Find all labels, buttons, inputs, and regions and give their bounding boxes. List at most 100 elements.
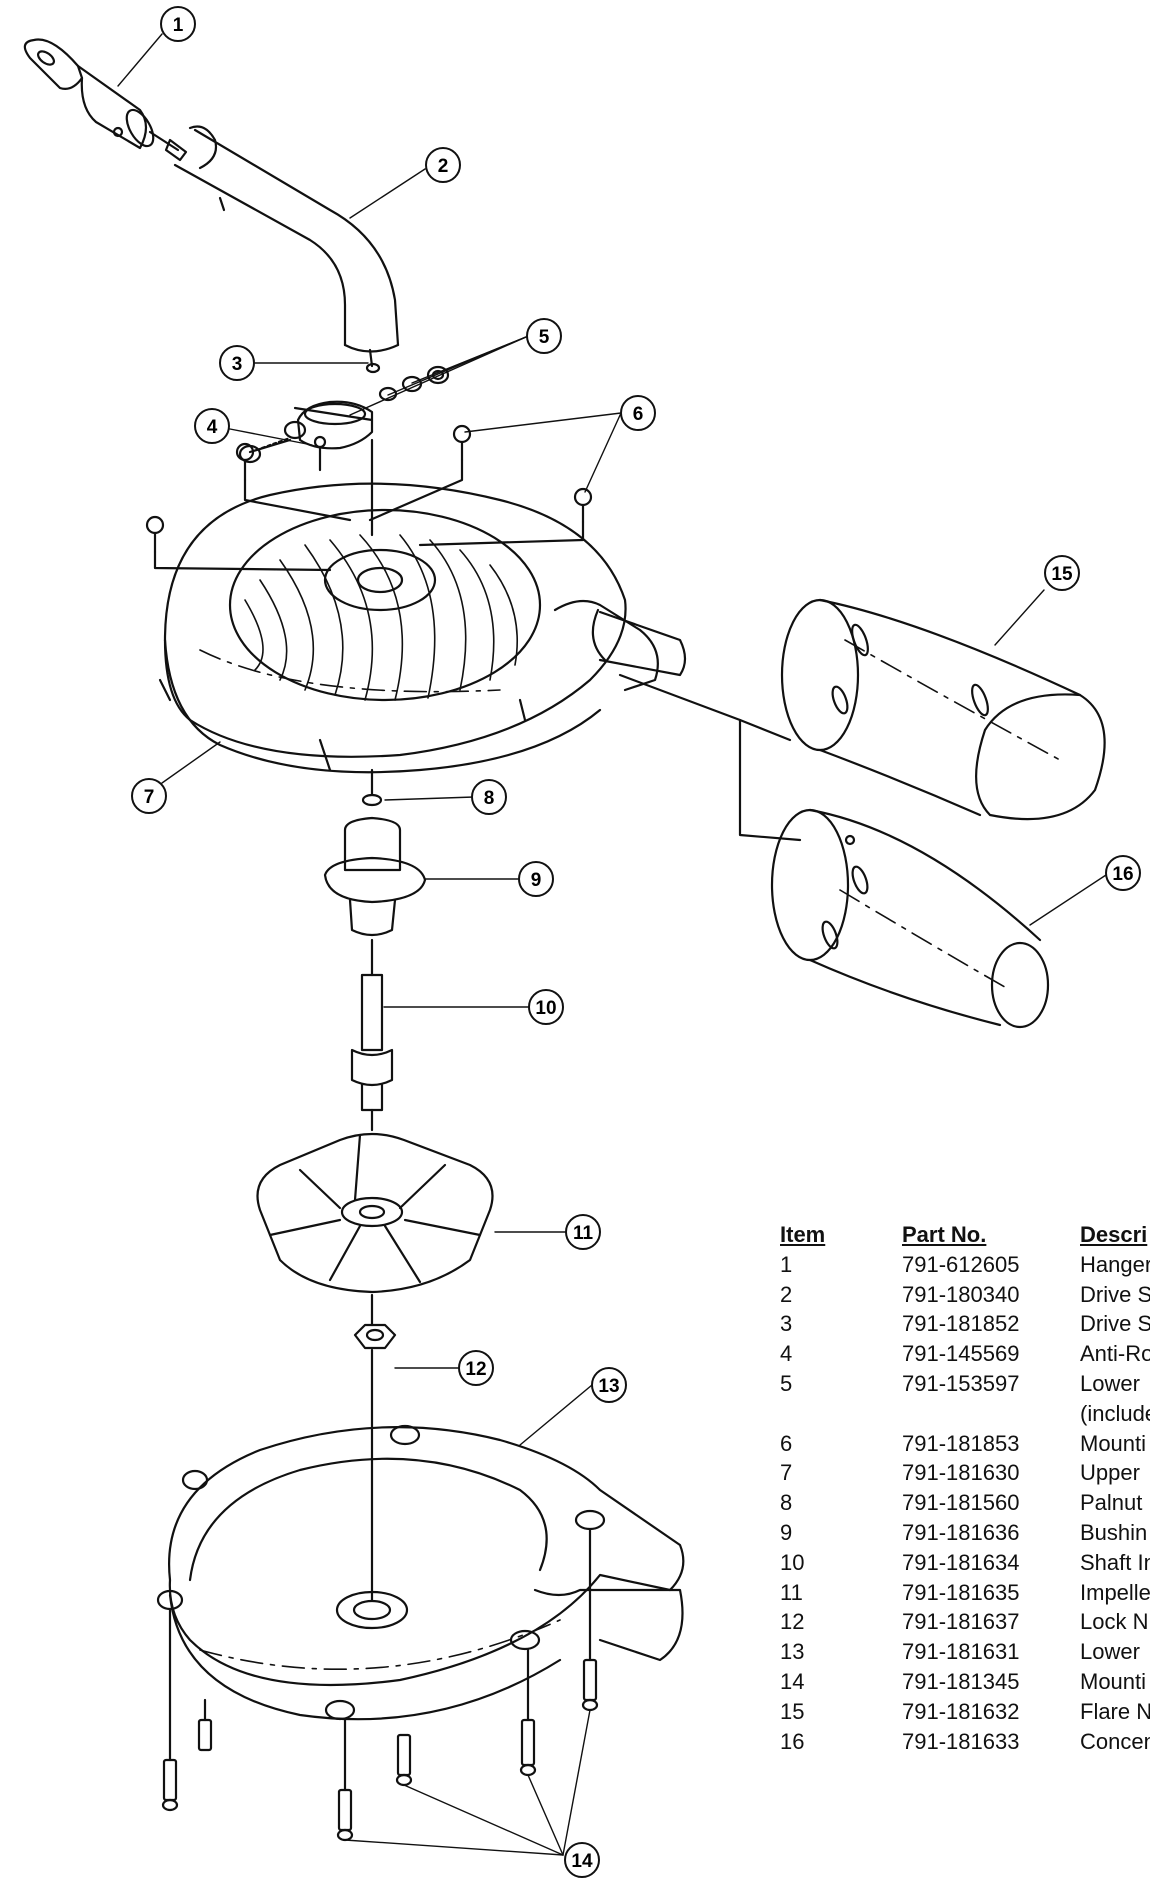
svg-text:7: 7 xyxy=(144,787,155,808)
row-part-no: 791-180340 xyxy=(902,1281,1020,1307)
lock-nut xyxy=(353,1323,397,1602)
concentrator-nozzle xyxy=(770,808,1050,1029)
row-item: 1 xyxy=(780,1251,793,1277)
parts-table-header: Item Part No. Descri xyxy=(780,1220,1150,1250)
row-item: 10 xyxy=(780,1549,805,1575)
callout-8: 8 xyxy=(471,779,507,815)
callout-labels: 1 2 3 4 5 6 7 8 9 10 11 12 13 14 15 16 xyxy=(131,6,1141,1878)
svg-text:13: 13 xyxy=(598,1376,619,1397)
row-description: Impelle xyxy=(1080,1579,1150,1605)
row-description: Lock N xyxy=(1080,1609,1149,1635)
table-row: 7 791-181630 Upper xyxy=(780,1458,1150,1488)
hanger-part xyxy=(23,38,188,162)
svg-text:3: 3 xyxy=(232,354,243,375)
row-part-no: 791-181634 xyxy=(902,1549,1020,1575)
svg-text:2: 2 xyxy=(438,156,449,177)
callout-5: 5 xyxy=(526,318,562,354)
mounting-bolts-upper xyxy=(145,424,593,572)
svg-text:8: 8 xyxy=(484,788,495,809)
row-part-no: 791-181560 xyxy=(902,1490,1020,1516)
table-row: 3 791-181852 Drive S xyxy=(780,1309,1150,1339)
callout-3: 3 xyxy=(219,345,255,381)
header-description: Descri xyxy=(1080,1222,1148,1247)
row-item: 16 xyxy=(780,1728,805,1754)
impeller xyxy=(256,1132,494,1327)
mounting-screws-lower xyxy=(161,1528,599,1842)
header-item: Item xyxy=(780,1222,826,1247)
svg-text:11: 11 xyxy=(573,1223,594,1244)
row-part-no: 791-181345 xyxy=(902,1668,1020,1694)
svg-text:14: 14 xyxy=(571,1851,593,1872)
svg-text:10: 10 xyxy=(535,998,556,1019)
row-description: Palnut xyxy=(1080,1490,1143,1516)
row-item: 6 xyxy=(780,1430,793,1456)
header-part-no: Part No. xyxy=(902,1222,987,1247)
row-part-no: 791-181635 xyxy=(902,1579,1020,1605)
clamp-hardware xyxy=(238,362,450,472)
row-description: Concen xyxy=(1080,1728,1150,1754)
table-row: 5 791-153597 Lower xyxy=(780,1369,1150,1399)
row-part-no: 791-181630 xyxy=(902,1460,1020,1486)
row-description: Flare N xyxy=(1080,1698,1150,1724)
table-row: 14 791-181345 Mounti xyxy=(780,1667,1150,1697)
row-part-no xyxy=(902,1399,1080,1429)
row-part-no: 791-181633 xyxy=(902,1728,1020,1754)
lower-housing xyxy=(156,1424,685,1721)
callout-11: 11 xyxy=(565,1214,601,1250)
table-row: 16 791-181633 Concen xyxy=(780,1727,1150,1757)
row-description: Lower xyxy=(1080,1639,1140,1665)
leader-lines xyxy=(117,33,1107,1856)
flare-nozzle xyxy=(780,598,1106,821)
row-item xyxy=(780,1399,902,1429)
row-item: 14 xyxy=(780,1668,805,1694)
svg-text:16: 16 xyxy=(1112,864,1133,885)
row-description: Mounti xyxy=(1080,1668,1147,1694)
row-description: Upper xyxy=(1080,1460,1140,1486)
row-description: Lower xyxy=(1080,1370,1140,1396)
row-part-no: 791-153597 xyxy=(902,1370,1020,1396)
row-part-no: 791-181853 xyxy=(902,1430,1020,1456)
table-row: 12 791-181637 Lock N xyxy=(780,1607,1150,1637)
row-item: 9 xyxy=(780,1519,793,1545)
row-item: 3 xyxy=(780,1311,793,1337)
svg-text:6: 6 xyxy=(633,404,644,425)
row-item: 12 xyxy=(780,1609,805,1635)
row-description: Anti-Ro xyxy=(1080,1341,1150,1367)
row-item: 5 xyxy=(780,1370,793,1396)
callout-2: 2 xyxy=(425,147,461,183)
callout-16: 16 xyxy=(1105,855,1141,891)
row-description: Drive S xyxy=(1080,1281,1150,1307)
row-description: Drive S xyxy=(1080,1311,1150,1337)
callout-12: 12 xyxy=(458,1350,494,1386)
shaft-assembly xyxy=(323,768,427,1132)
callout-6: 6 xyxy=(620,395,656,431)
callout-7: 7 xyxy=(131,778,167,814)
svg-text:9: 9 xyxy=(531,870,542,891)
row-part-no: 791-612605 xyxy=(902,1251,1020,1277)
row-item: 15 xyxy=(780,1698,805,1724)
row-item: 7 xyxy=(780,1460,793,1486)
row-part-no: 791-181637 xyxy=(902,1609,1020,1635)
drive-shaft-tube xyxy=(173,125,400,368)
callout-1: 1 xyxy=(160,6,196,42)
callout-10: 10 xyxy=(528,989,564,1025)
row-part-no: 791-181631 xyxy=(902,1639,1020,1665)
callout-14: 14 xyxy=(564,1842,600,1878)
row-item: 4 xyxy=(780,1341,793,1367)
callout-13: 13 xyxy=(591,1367,627,1403)
callout-15: 15 xyxy=(1044,555,1080,591)
row-part-no: 791-181852 xyxy=(902,1311,1020,1337)
svg-text:1: 1 xyxy=(173,15,184,36)
